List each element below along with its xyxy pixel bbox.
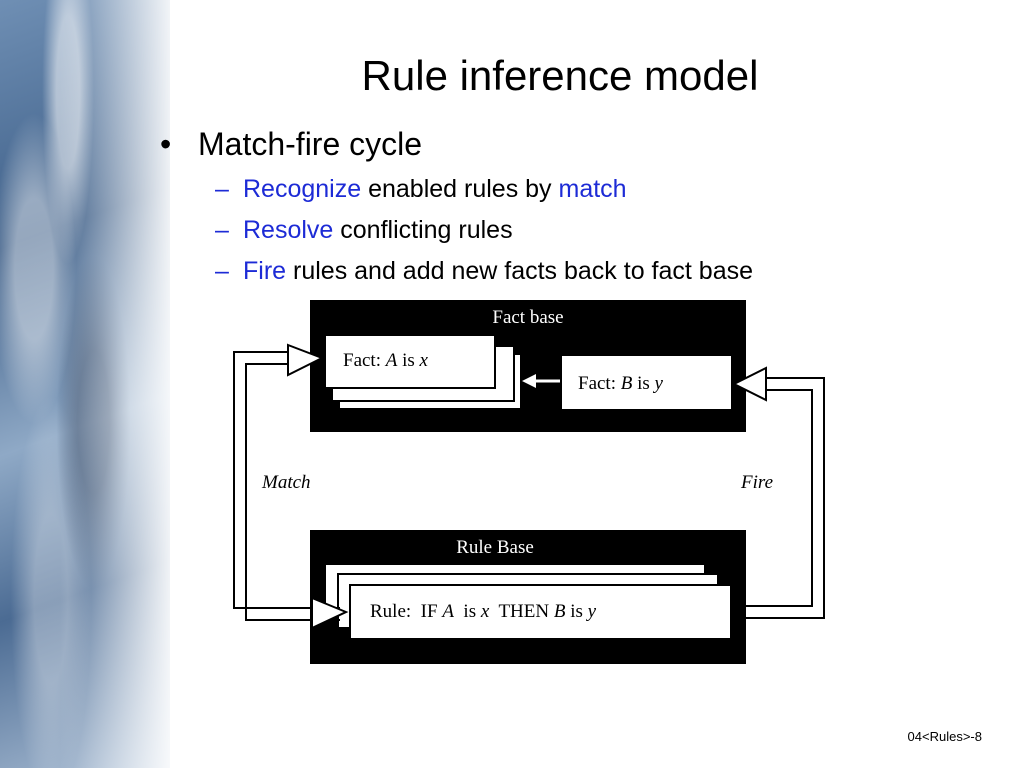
fire-arrow-head: [731, 366, 767, 402]
sub-bullet-recognize: –Recognize enabled rules by match: [215, 175, 627, 204]
fact-a-card: [324, 334, 496, 389]
fact-b-card: [562, 356, 731, 409]
slide-footer: 04<Rules>-8: [907, 729, 982, 744]
sub-bullet-text: conflicting rules: [333, 216, 513, 244]
match-label: Match: [261, 472, 311, 493]
fire-arrow-inner: [733, 377, 825, 619]
sub-bullet-text: enabled rules by: [361, 175, 559, 203]
bullet-text: Match-fire cycle: [198, 126, 423, 162]
match-arrow-inner: [245, 363, 340, 621]
match-arrow-head-bottom: [311, 596, 349, 630]
sub-bullet-dash: –: [215, 257, 229, 285]
keyword-recognize: Recognize: [243, 175, 362, 203]
bullet-dot: •: [160, 126, 172, 162]
fact-b-text: Fact: B is y: [578, 373, 664, 394]
rule-base-label: Rule Base: [456, 537, 534, 558]
sub-bullet-dash: –: [215, 175, 229, 203]
keyword-fire: Fire: [243, 257, 287, 285]
fact-base-label: Fact base: [492, 307, 563, 328]
fact-a-text: Fact: A is x: [343, 350, 429, 371]
bullet-match-fire-cycle: • Match-fire cycle: [160, 126, 422, 163]
rule-text: Rule: IF A is x THEN B is y: [370, 601, 597, 622]
keyword-match: match: [558, 175, 627, 203]
sub-bullet-text: rules and add new facts back to fact bas…: [286, 257, 754, 285]
fire-arrow-outer: [733, 389, 813, 607]
fire-label: Fire: [740, 472, 773, 493]
keyword-resolve: Resolve: [243, 216, 334, 244]
match-arrow-head-top: [287, 343, 325, 377]
sub-bullet-fire: –Fire rules and add new facts back to fa…: [215, 257, 753, 286]
slide-title: Rule inference model: [361, 52, 759, 99]
match-arrow-outer: [233, 351, 340, 609]
background-fade: [60, 0, 180, 768]
rule-card: [349, 584, 732, 640]
sub-bullet-dash: –: [215, 216, 229, 244]
sub-bullet-resolve: –Resolve conflicting rules: [215, 216, 513, 245]
add-fact-arrow-head: [522, 374, 536, 388]
